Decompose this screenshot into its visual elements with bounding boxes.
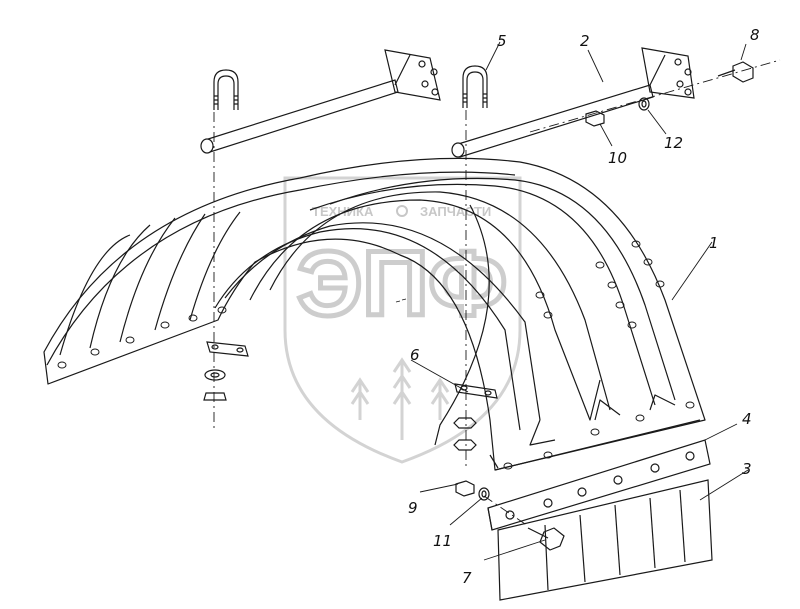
nut-part-10 — [585, 110, 605, 127]
nut-washer-stack-left — [203, 369, 477, 451]
assembly-axis-lines — [213, 59, 781, 527]
callout-4: 4 — [742, 410, 752, 428]
nut-part-9 — [455, 480, 475, 497]
callout-11: 11 — [433, 532, 452, 550]
callout-9: 9 — [408, 499, 418, 517]
small-marks — [395, 298, 407, 303]
mud-flap-part-3 — [497, 479, 713, 601]
strip-part-4 — [487, 439, 711, 531]
watermark-brand-letters: ЭПФ — [297, 233, 507, 335]
bracket-part-2-left — [200, 49, 441, 154]
mudguard-outer-arc — [43, 157, 706, 471]
u-bolt-part-5-right — [462, 65, 488, 108]
callout-12: 12 — [664, 134, 683, 152]
leader-lines — [410, 41, 749, 561]
callout-3: 3 — [742, 460, 752, 478]
watermark-wheat-icon — [350, 357, 450, 440]
callout-6: 6 — [410, 346, 420, 364]
washer-part-11 — [478, 487, 490, 501]
callout-7: 7 — [462, 569, 472, 587]
mudguard-holes — [57, 240, 695, 470]
watermark-logo: ТЕХНИКА ЗАПЧАСТИ ЭПФ — [283, 176, 522, 464]
watermark-shield — [283, 176, 522, 464]
mudguard-part-1 — [43, 157, 706, 471]
callout-10: 10 — [608, 149, 627, 167]
u-bolt-part-5-left — [213, 69, 239, 110]
callout-8: 8 — [750, 26, 760, 44]
callout-5: 5 — [497, 32, 507, 50]
bracket-part-2-right — [451, 47, 695, 158]
callout-2: 2 — [580, 32, 590, 50]
watermark-tagline-right: ЗАПЧАСТИ — [420, 204, 491, 219]
bolt-part-8 — [717, 61, 754, 83]
watermark-gear-icon — [396, 205, 408, 217]
callout-1: 1 — [709, 234, 719, 252]
washer-part-12 — [638, 97, 650, 111]
